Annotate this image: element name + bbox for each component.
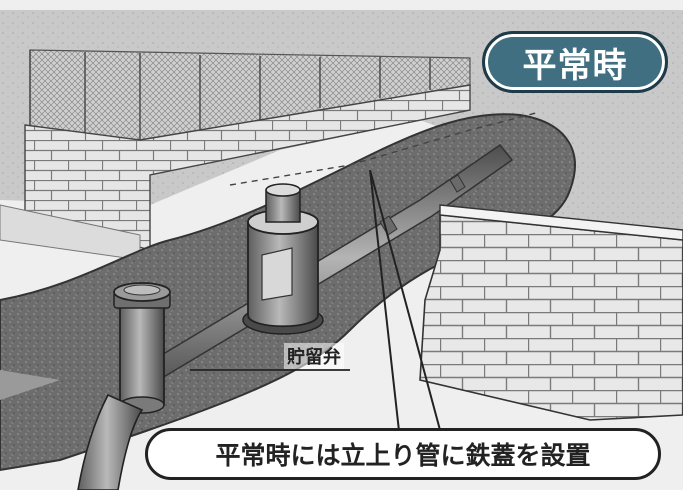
boundary-dashed-line [229,111,541,186]
status-badge: 平常時 [482,31,668,93]
caption-box: 平常時には立上り管に鉄蓋を設置 [145,428,661,480]
front-wall-cap [439,204,683,241]
caption-leader-line [369,169,441,441]
storage-valve-label: 貯留弁 [284,343,344,369]
outlet-pipe [77,393,144,490]
ground-band [0,370,60,400]
fence-posts [29,50,431,140]
front-brick-wall [419,214,683,421]
storage-valve [242,183,324,335]
riser-pipe [113,282,171,414]
